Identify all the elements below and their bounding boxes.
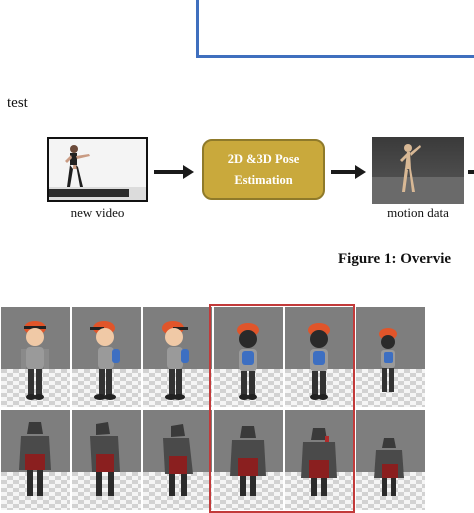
boy-frame-2	[72, 307, 141, 407]
boy-frame-6	[356, 307, 425, 407]
figure-caption: Figure 1: Overvie	[338, 251, 452, 267]
motion-caption: motion data	[387, 205, 449, 220]
arrow-right-icon	[154, 165, 194, 179]
motion-data-thumbnail	[372, 137, 464, 204]
warrior-frame-6	[356, 410, 425, 510]
warrior-character-icon	[374, 438, 404, 496]
selection-box	[209, 304, 355, 513]
boy-character-icon	[379, 328, 397, 392]
warrior-frame-3	[143, 410, 212, 510]
video-caption: new video	[70, 205, 125, 220]
dancer-image	[49, 145, 146, 200]
boy-frame-3	[143, 307, 212, 407]
warrior-character-icon	[90, 422, 120, 496]
pose-estimation-box: 2D &3D Pose Estimation	[202, 139, 325, 200]
skeleton-figure	[372, 144, 464, 204]
boy-frame-1	[1, 307, 70, 407]
boy-frame-5	[285, 307, 354, 407]
pose-box-line1: 2D &3D Pose	[227, 151, 300, 166]
boy-character-icon	[21, 321, 49, 400]
boy-character-icon	[237, 323, 259, 400]
warrior-frame-1	[1, 410, 70, 510]
warrior-frame-4	[214, 410, 283, 510]
blue-frame	[196, 0, 474, 58]
warrior-character-icon	[230, 426, 266, 496]
warrior-character-icon	[163, 424, 193, 496]
boy-character-icon	[162, 321, 189, 400]
arrow-right-icon	[331, 165, 371, 179]
boy-character-icon	[90, 321, 120, 400]
boy-frame-4	[214, 307, 283, 407]
arrow-right-icon	[468, 170, 474, 174]
boy-character-icon	[308, 323, 330, 400]
warrior-frame-2	[72, 410, 141, 510]
warrior-character-icon	[19, 422, 51, 496]
warrior-frame-5	[285, 410, 354, 510]
pose-box-line2: Estimation	[234, 172, 293, 187]
video-thumbnail	[47, 137, 148, 202]
test-label: test	[7, 95, 28, 111]
warrior-character-icon	[301, 428, 337, 496]
